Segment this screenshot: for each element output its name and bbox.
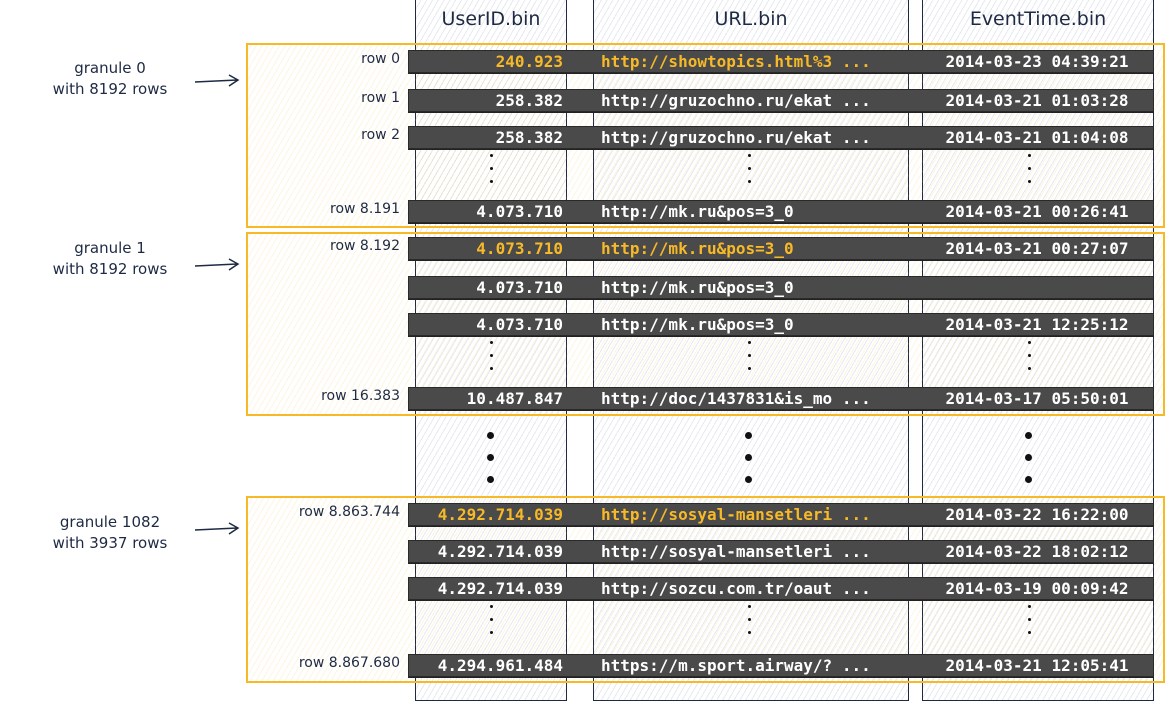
- userid-cell: 4.073.710: [476, 239, 563, 258]
- ellipsis-dots: [488, 154, 494, 193]
- table-row: 4.073.710 http://mk.ru&pos=3_0 2014-03-21 …: [408, 200, 1154, 223]
- eventtime-cell: 2014-03-22 18:02:12: [945, 542, 1129, 561]
- eventtime-cell: 2014-03-22 16:22:00: [945, 505, 1129, 524]
- granule-title: granule 1: [74, 239, 146, 257]
- userid-cell: 4.073.710: [476, 278, 563, 297]
- url-cell: http://mk.ru&pos=3_0: [601, 202, 794, 221]
- eventtime-cell: 2014-03-19 00:09:42: [945, 579, 1129, 598]
- eventtime-cell: 2014-03-21 00:27:07: [945, 239, 1129, 258]
- arrow-icon: [194, 74, 240, 87]
- column-header-url: URL.bin: [714, 8, 788, 30]
- row-label: row 8.863.744: [298, 504, 400, 520]
- userid-cell: 4.292.714.039: [437, 542, 563, 561]
- url-cell: http://gruzochno.ru/ekat ...: [601, 91, 871, 110]
- row-label: row 8.867.680: [298, 655, 400, 671]
- row-label: row 1: [361, 90, 400, 106]
- row-label: row 8.191: [330, 201, 400, 217]
- ellipsis-dots: [746, 605, 752, 644]
- arrow-icon: [194, 258, 240, 271]
- column-header-eventtime: EventTime.bin: [969, 8, 1107, 30]
- table-row: 4.073.710 http://mk.ru&pos=3_0: [408, 276, 1154, 299]
- eventtime-cell: 2014-03-21 00:26:41: [945, 202, 1129, 221]
- granule-first-row: 4.292.714.039 http://sosyal-mansetleri ..…: [408, 503, 1154, 526]
- userid-cell: 10.487.847: [466, 389, 563, 408]
- userid-cell: 4.292.714.039: [437, 579, 563, 598]
- row-label: row 0: [361, 51, 400, 67]
- table-row: 4.292.714.039 http://sosyal-mansetleri ..…: [408, 540, 1154, 563]
- table-row: 258.382 http://gruzochno.ru/ekat ... 2014-…: [408, 126, 1154, 149]
- ellipsis-dots: [746, 154, 752, 193]
- url-cell: https://m.sport.airway/? ...: [601, 656, 871, 675]
- row-label: row 8.192: [330, 238, 400, 254]
- eventtime-cell: 2014-03-23 04:39:21: [945, 52, 1129, 71]
- granule-row-count: with 8192 rows: [52, 80, 168, 98]
- ellipsis-dots: [745, 432, 752, 498]
- url-cell: http://gruzochno.ru/ekat ...: [601, 128, 871, 147]
- ellipsis-dots: [1026, 154, 1032, 193]
- table-row: 10.487.847 http://doc/1437831&is_mo ... 20…: [408, 387, 1154, 410]
- row-label: row 16.383: [321, 388, 400, 404]
- granule-label: granule 1082 with 3937 rows: [20, 512, 200, 554]
- granule-label: granule 1 with 8192 rows: [20, 238, 200, 280]
- table-row: 4.292.714.039 http://sozcu.com.tr/oaut ..…: [408, 577, 1154, 600]
- userid-cell: 240.923: [495, 52, 563, 71]
- ellipsis-dots: [1026, 605, 1032, 644]
- eventtime-cell: 2014-03-17 05:50:01: [945, 389, 1129, 408]
- ellipsis-dots: [487, 432, 494, 498]
- table-row: 4.294.961.484 https://m.sport.airway/? ..…: [408, 654, 1154, 677]
- userid-cell: 4.073.710: [476, 202, 563, 221]
- granule-title: granule 0: [74, 59, 146, 77]
- userid-cell: 4.073.710: [476, 315, 563, 334]
- url-cell: http://showtopics.html%3 ...: [601, 52, 871, 71]
- column-header-userid: UserID.bin: [441, 8, 541, 30]
- table-row: 258.382 http://gruzochno.ru/ekat ... 2014-…: [408, 89, 1154, 112]
- userid-cell: 4.294.961.484: [437, 656, 563, 675]
- ellipsis-dots: [746, 341, 752, 380]
- url-cell: http://mk.ru&pos=3_0: [601, 278, 794, 297]
- ellipsis-dots: [1026, 341, 1032, 380]
- eventtime-cell: 2014-03-21 01:03:28: [945, 91, 1129, 110]
- userid-cell: 4.292.714.039: [437, 505, 563, 524]
- granule-first-row: 4.073.710 http://mk.ru&pos=3_0 2014-03-21 …: [408, 237, 1154, 260]
- url-cell: http://sosyal-mansetleri ...: [601, 505, 871, 524]
- granule-title: granule 1082: [59, 513, 161, 531]
- userid-cell: 258.382: [495, 128, 563, 147]
- arrow-icon: [194, 522, 240, 535]
- eventtime-cell: 2014-03-21 12:25:12: [945, 315, 1129, 334]
- eventtime-cell: 2014-03-21 01:04:08: [945, 128, 1129, 147]
- url-cell: http://sosyal-mansetleri ...: [601, 542, 871, 561]
- ellipsis-dots: [1025, 432, 1032, 498]
- granule-label: granule 0 with 8192 rows: [20, 58, 200, 100]
- ellipsis-dots: [488, 605, 494, 644]
- granule-row-count: with 3937 rows: [52, 534, 168, 552]
- userid-cell: 258.382: [495, 91, 563, 110]
- url-cell: http://mk.ru&pos=3_0: [601, 239, 794, 258]
- url-cell: http://sozcu.com.tr/oaut ...: [601, 579, 871, 598]
- granule-first-row: 240.923 http://showtopics.html%3 ... 2014-…: [408, 50, 1154, 73]
- ellipsis-dots: [488, 341, 494, 380]
- url-cell: http://doc/1437831&is_mo ...: [601, 389, 871, 408]
- url-cell: http://mk.ru&pos=3_0: [601, 315, 794, 334]
- eventtime-cell: [927, 277, 1147, 298]
- granule-row-count: with 8192 rows: [52, 260, 168, 278]
- row-label: row 2: [361, 127, 400, 143]
- table-row: 4.073.710 http://mk.ru&pos=3_0 2014-03-21 …: [408, 313, 1154, 336]
- eventtime-cell: 2014-03-21 12:05:41: [945, 656, 1129, 675]
